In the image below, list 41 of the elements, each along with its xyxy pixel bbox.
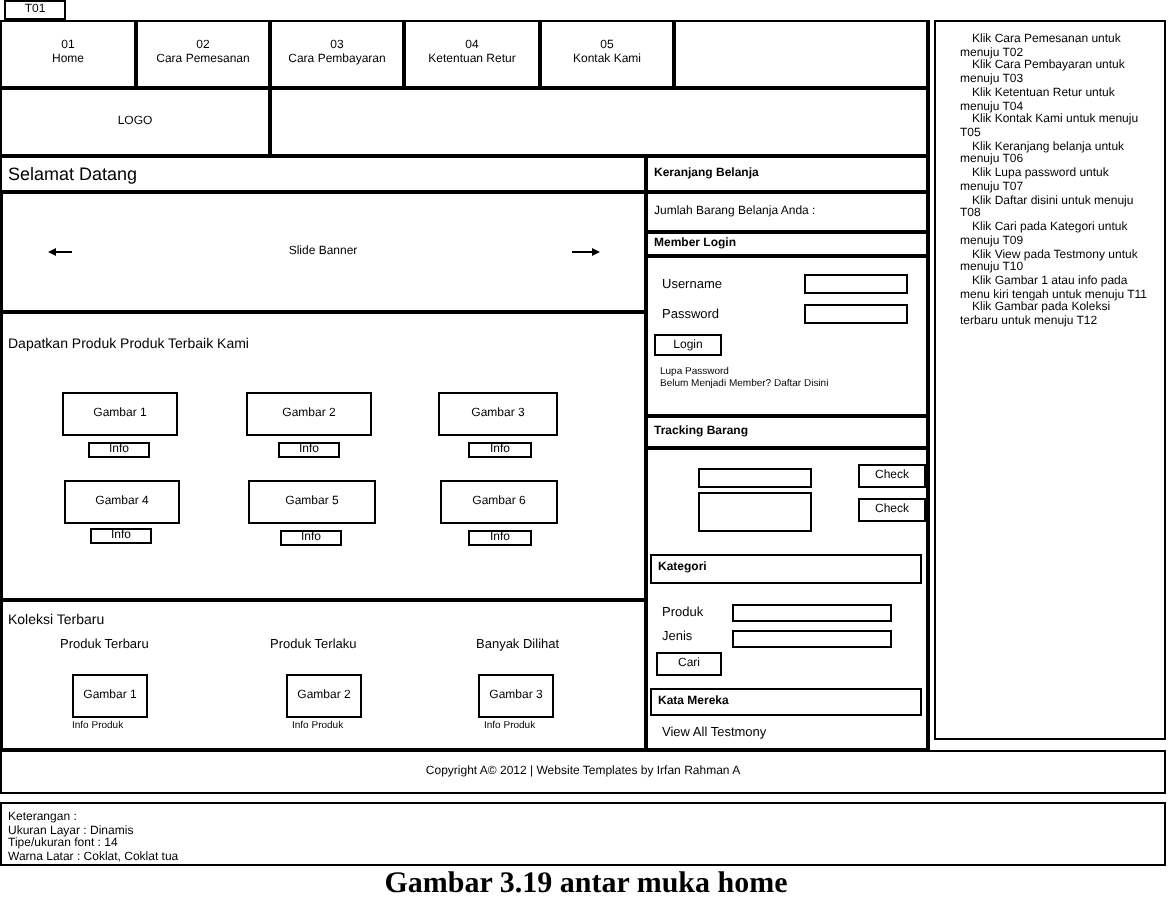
- input-field: [804, 304, 908, 324]
- notes-panel: [934, 20, 1166, 740]
- image-box: [286, 674, 362, 718]
- sidebar-header: [646, 232, 928, 256]
- input-field: [732, 630, 892, 648]
- welcome-heading: Selamat Datang: [8, 163, 138, 185]
- sidebar-header: [646, 416, 928, 448]
- menu-tab: [404, 20, 540, 88]
- image-box: [438, 392, 558, 436]
- text-area: [698, 492, 812, 532]
- menu-tab: [0, 20, 136, 88]
- sidebar-row: [646, 192, 928, 232]
- notes-box: [0, 802, 1166, 866]
- image-box: [246, 392, 372, 436]
- input-field: [804, 274, 908, 294]
- sidebar-header: [650, 554, 922, 584]
- sidebar-header: [646, 156, 928, 192]
- image-box: [64, 480, 180, 524]
- tab-box: [4, 0, 66, 20]
- welcome-bar: [0, 156, 646, 192]
- menu-tab: [540, 20, 674, 88]
- footer-bar: [0, 750, 1166, 794]
- image-box: [248, 480, 376, 524]
- image-box: [72, 674, 148, 718]
- menu-cell: [674, 20, 928, 88]
- login-panel: [646, 256, 928, 416]
- input-field: [698, 468, 812, 488]
- placeholder-area: [0, 88, 270, 156]
- sidebar-header: [650, 688, 922, 716]
- slide-banner: [0, 192, 646, 312]
- image-box: [478, 674, 554, 718]
- sidebar-panel: [646, 448, 928, 750]
- collection-section: [0, 600, 646, 750]
- product-section: [0, 312, 646, 600]
- figure-caption: Gambar 3.19 antar muka home: [382, 868, 790, 902]
- header-cell: [270, 88, 928, 156]
- menu-tab: [136, 20, 270, 88]
- input-field: [732, 604, 892, 622]
- image-box: [62, 392, 178, 436]
- image-box: [440, 480, 558, 524]
- menu-tab: [270, 20, 404, 88]
